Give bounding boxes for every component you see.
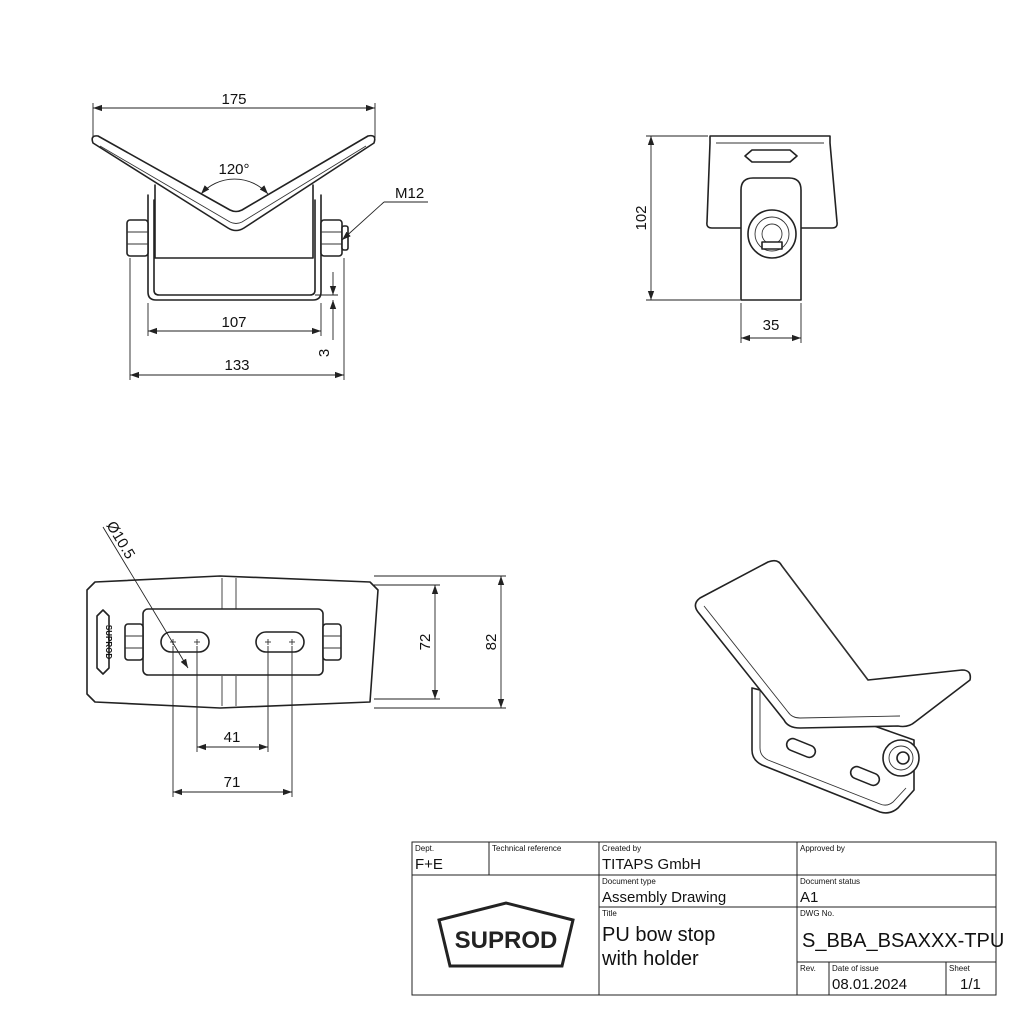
- created-label: Created by: [602, 844, 641, 853]
- dept-value: F+E: [415, 856, 443, 873]
- dim-slot-spacing: 41: [224, 729, 241, 746]
- iso-slot-1: [785, 737, 817, 759]
- top-view: SUPROD Ø10.5 41 71: [86, 518, 506, 797]
- dept-label: Dept.: [415, 844, 434, 853]
- top-nut-left: [124, 623, 144, 661]
- top-logo-plate: [96, 609, 110, 675]
- dim-plate-thickness: 3: [316, 349, 333, 357]
- date-label: Date of issue: [832, 964, 879, 973]
- side-logo: [744, 149, 798, 163]
- dwg-label: DWG No.: [800, 909, 834, 918]
- top-logo-text: SUPROD: [104, 625, 113, 659]
- dim-base-width: 35: [763, 317, 780, 334]
- doctype-value: Assembly Drawing: [602, 889, 726, 906]
- dim-outer-height: 82: [483, 634, 500, 651]
- status-value: A1: [800, 889, 818, 906]
- iso-slot-2: [849, 765, 881, 787]
- created-value: TITAPS GmbH: [602, 856, 701, 873]
- suprod-logo-shape: [437, 901, 575, 968]
- title-label: Title: [602, 909, 617, 918]
- title-line-1: PU bow stop: [602, 924, 715, 946]
- iso-v-pad: [694, 559, 972, 729]
- side-view: 102 35: [633, 135, 838, 343]
- front-nut-right: [320, 219, 343, 257]
- date-value: 08.01.2024: [832, 976, 907, 993]
- dim-inner-width: 107: [221, 314, 246, 331]
- sheet-value: 1/1: [960, 976, 981, 993]
- dwg-value: S_BBA_BSAXXX-TPU: [802, 930, 1004, 952]
- sheet-label: Sheet: [949, 964, 971, 973]
- approved-label: Approved by: [800, 844, 845, 853]
- dim-bracket-width: 133: [224, 357, 249, 374]
- dim-slot-outer: 71: [224, 774, 241, 791]
- isometric-view: [694, 559, 972, 814]
- status-label: Document status: [800, 877, 860, 886]
- front-view: 175 120° M12 107 133 3: [91, 91, 428, 380]
- doctype-label: Document type: [602, 877, 656, 886]
- title-block: SUPROD Dept. F+E Technical reference Cre…: [411, 841, 1004, 996]
- front-v-pad: [91, 134, 376, 232]
- top-nut-right: [322, 623, 342, 661]
- dim-width-overall: 175: [221, 91, 246, 108]
- suprod-logo-text: SUPROD: [455, 927, 558, 954]
- dim-height: 102: [633, 205, 650, 230]
- techref-label: Technical reference: [492, 844, 562, 853]
- dim-hole-diameter: Ø10.5: [103, 518, 139, 562]
- dim-angle: 120°: [218, 161, 249, 178]
- rev-label: Rev.: [800, 964, 816, 973]
- dim-inner-height: 72: [417, 634, 434, 651]
- title-line-2: with holder: [601, 948, 699, 970]
- top-slot-right: [255, 631, 305, 653]
- front-nut-left: [126, 219, 149, 257]
- front-roller-body: [154, 184, 314, 259]
- dim-thread: M12: [395, 185, 424, 202]
